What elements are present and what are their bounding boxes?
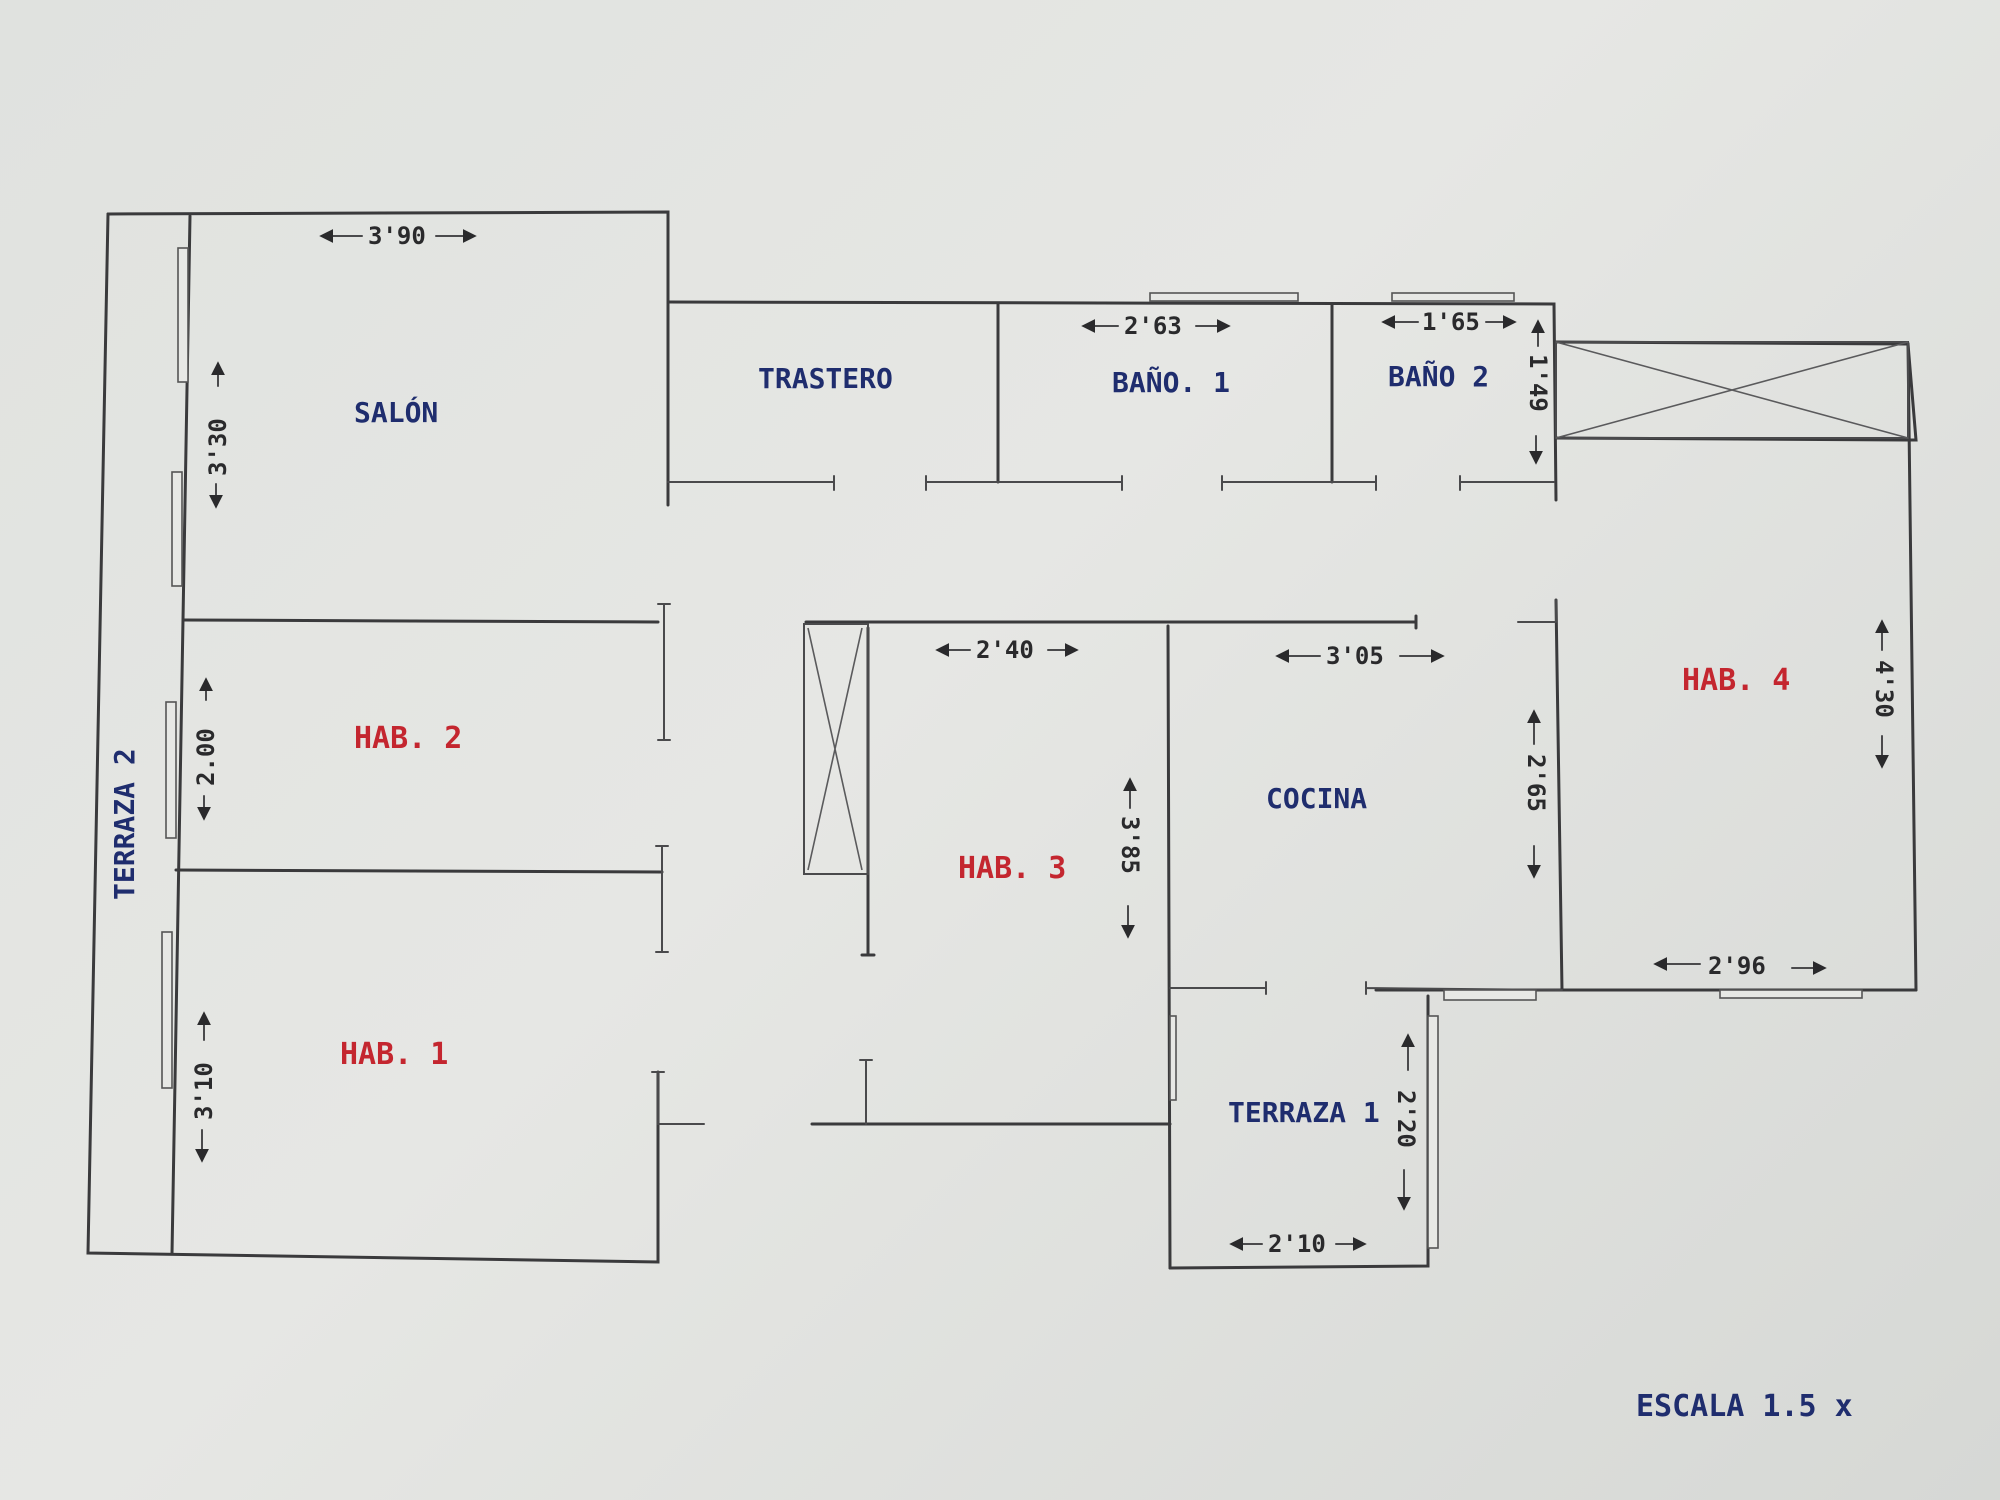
dim-terraza1-width: 2'10 (1268, 1230, 1326, 1258)
salon-window-bottom (171, 471, 183, 587)
hab4-left-wall (1554, 598, 1564, 992)
cocina-bottom-wall-left (1169, 981, 1267, 995)
hab2-door-jamb (657, 603, 671, 741)
dim-bano1-width: 2'63 (1124, 312, 1182, 340)
dim-hab4-height: 4'30 (1870, 660, 1898, 718)
label-bano2: BAÑO 2 (1388, 359, 1489, 393)
label-hab2: HAB. 2 (354, 721, 462, 756)
dim-cocina-width: 3'05 (1326, 642, 1384, 670)
terraza2-outer-wall (86, 212, 660, 1264)
terraza1-window (1427, 1015, 1439, 1249)
room-labels: SALÓN TRASTERO BAÑO. 1 BAÑO 2 HAB. 2 HAB… (108, 359, 1790, 1129)
bano1-window (1149, 292, 1299, 302)
salon-window-top (177, 247, 189, 383)
dim-terraza1-height: 2'20 (1392, 1090, 1420, 1148)
terraza1-right-wall (1168, 994, 1430, 1270)
hab3-top-wall (804, 614, 1418, 630)
dim-bano2-height: 1'49 (1524, 354, 1552, 412)
hab1-window (161, 931, 173, 1089)
bano2-door-wall-right (1459, 475, 1555, 491)
dim-salon-height: 3'30 (204, 418, 232, 476)
hab1-door-jamb (655, 845, 669, 953)
dimensions: 3'90 3'30 2.00 3'10 2'63 1'65 1'49 2'40 (190, 222, 1898, 1258)
bano1-door-wall (925, 475, 1123, 491)
dim-hab4-width: 2'96 (1708, 952, 1766, 980)
hab4-right-wall (1906, 342, 1918, 992)
label-hab1: HAB. 1 (340, 1037, 448, 1072)
dim-hab1-height: 3'10 (190, 1062, 218, 1120)
terraza2-inner-wall (170, 214, 192, 1256)
dim-hab2-height: 2.00 (192, 728, 220, 786)
dim-salon-width: 3'90 (368, 222, 426, 250)
cocina-hab4-door-stub (1517, 599, 1557, 623)
label-terraza2: TERRAZA 2 (108, 748, 141, 900)
hab3-cocina-divider (1166, 624, 1172, 1270)
label-terraza1: TERRAZA 1 (1228, 1096, 1380, 1129)
closet-hab3-cross (807, 627, 863, 871)
cocina-window (1443, 989, 1537, 1001)
trastero-door-wall (667, 475, 835, 491)
label-bano1: BAÑO. 1 (1112, 365, 1230, 399)
label-hab4: HAB. 4 (1682, 663, 1790, 698)
shaft-top-right (1555, 341, 1909, 439)
hab1-door-stub (651, 1071, 705, 1125)
label-hab3: HAB. 3 (958, 851, 1066, 886)
windows (161, 247, 1863, 1089)
hab2-hab1-divider (174, 868, 664, 874)
dim-hab3-width: 2'40 (976, 636, 1034, 664)
dim-hab3-height: 3'85 (1116, 816, 1144, 874)
closet-hab3 (803, 623, 869, 875)
salon-hab2-divider (182, 618, 660, 624)
hab2-window (165, 701, 177, 839)
hab4-window (1719, 989, 1863, 999)
shaft-top-right-cross (1555, 341, 1909, 439)
hab3-door-stub (859, 1059, 873, 1125)
bano2-window (1391, 292, 1515, 302)
dim-cocina-height: 2'65 (1522, 754, 1550, 812)
label-cocina: COCINA (1266, 782, 1367, 815)
label-trastero: TRASTERO (758, 362, 893, 395)
dim-bano2-width: 1'65 (1422, 308, 1480, 336)
label-salon: SALÓN (354, 395, 438, 429)
bano2-door-wall (1221, 475, 1377, 491)
shafts (803, 341, 1909, 875)
scale-note: ESCALA 1.5 x (1636, 1389, 1853, 1424)
outer-wall-left-block (106, 210, 670, 507)
terraza1-door-leaf (1169, 1015, 1177, 1101)
